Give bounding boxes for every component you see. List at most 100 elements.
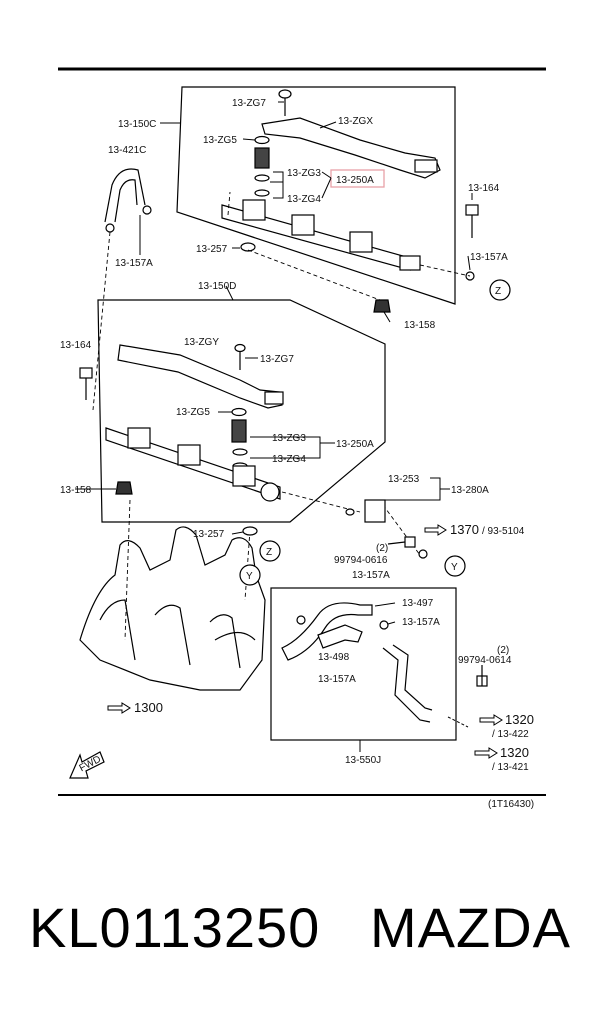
rail-panel-lower: [97, 299, 386, 523]
figure-code: (1T16430): [488, 799, 534, 810]
injector-mid: [231, 419, 247, 443]
label-ref-13-422: / 13-422: [492, 729, 529, 740]
label-zg3-mid: 13-ZG3: [272, 433, 306, 444]
injector-seat-2: [291, 214, 315, 236]
label-250a-top: 13-250A: [336, 175, 374, 186]
label-158-left: 13-158: [60, 485, 92, 496]
label-164-right: 13-164: [468, 183, 500, 194]
part-caption: KL0113250 MAZDA: [0, 895, 600, 960]
hose-421c: [104, 168, 152, 233]
oring-zg3-mid: [232, 448, 248, 456]
label-zg5-mid: 13-ZG5: [176, 407, 210, 418]
injector-seat-3: [349, 231, 373, 253]
label-ref-1370: 1370: [450, 522, 479, 537]
callout-y-right: [444, 555, 466, 577]
lower-rail-assembly: [79, 343, 428, 559]
label-157a-box1: 13-157A: [402, 617, 440, 628]
harness-bracket-upper: [261, 117, 441, 179]
label-164-left: 13-164: [60, 340, 92, 351]
rail-end-fitting: [399, 255, 421, 271]
injector-seat-1: [242, 199, 266, 221]
hose-498: [317, 624, 363, 649]
connector-lower: [264, 391, 284, 405]
injector-seat-5: [177, 444, 201, 466]
callout-z-mid: [259, 540, 281, 562]
rail-panel-upper: [176, 86, 456, 305]
label-zg7-top: 13-ZG7: [232, 98, 266, 109]
oring-zg5-mid: [231, 407, 247, 417]
cap-158-lower: [115, 481, 133, 495]
spacer-257-upper: [240, 242, 256, 252]
cap-158-upper: [373, 299, 391, 313]
label-y-left: Y: [246, 571, 253, 582]
label-150d: 13-150D: [198, 281, 236, 292]
label-550j: 13-550J: [345, 755, 381, 766]
hose-497: [281, 602, 373, 661]
label-253: 13-253: [388, 474, 420, 485]
label-157a-left: 13-157A: [115, 258, 153, 269]
label-y-right: Y: [451, 562, 458, 573]
label-zg4-top: 13-ZG4: [287, 194, 321, 205]
label-zgx: 13-ZGX: [338, 116, 373, 127]
bolt-164-left-head: [79, 367, 93, 379]
label-zg3-top: 13-ZG3: [287, 168, 321, 179]
callout-y-left: [239, 564, 261, 586]
label-150c: 13-150C: [118, 119, 156, 130]
oring-253: [345, 508, 355, 516]
label-157a-box2: 13-157A: [318, 674, 356, 685]
fwd-arrow: [69, 751, 105, 779]
injector-seat-6: [232, 465, 256, 487]
label-qty-2b: (2): [497, 645, 509, 656]
vacuum-hoses: [281, 602, 488, 723]
spacer-257-mid: [242, 526, 258, 536]
injector-upper: [254, 147, 270, 169]
upper-rail-assembly: [221, 89, 479, 313]
label-250a-mid: 13-250A: [336, 439, 374, 450]
label-ref-13-421: / 13-421: [492, 762, 529, 773]
label-ref-1300: 1300: [134, 700, 163, 715]
label-280a: 13-280A: [451, 485, 489, 496]
label-498: 13-498: [318, 652, 350, 663]
callout-z-top: [489, 279, 511, 301]
bolt-zg7-mid: [234, 343, 246, 353]
ref-arrows: [107, 524, 503, 759]
bolt-0616-head: [404, 536, 416, 548]
clip-157a-box2: [379, 620, 389, 630]
label-497: 13-497: [402, 598, 434, 609]
pressure-regulator: [364, 499, 386, 523]
label-99794-0616: 99794-0616: [334, 555, 388, 566]
injector-seat-4: [127, 427, 151, 449]
label-157a-right: 13-157A: [470, 252, 508, 263]
harness-bracket-lower: [117, 344, 283, 409]
intake-manifold: [79, 526, 266, 691]
label-99794-0614: 99794-0614: [458, 655, 512, 666]
pipe-a: [382, 647, 431, 723]
oring-zg3-upper: [254, 174, 270, 182]
clip-157a-mid: [418, 549, 428, 559]
callout-lines: [75, 101, 473, 752]
label-zg4-mid: 13-ZG4: [272, 454, 306, 465]
label-zgy: 13-ZGY: [184, 337, 219, 348]
label-158-right: 13-158: [404, 320, 436, 331]
bolt-0616-shank: [387, 541, 406, 545]
label-zg7-mid: 13-ZG7: [260, 354, 294, 365]
label-zg5-top: 13-ZG5: [203, 135, 237, 146]
label-157a-mid: 13-157A: [352, 570, 390, 581]
label-257-top: 13-257: [196, 244, 228, 255]
label-ref-1320-a: 1320: [505, 712, 534, 727]
label-257-mid: 13-257: [193, 529, 225, 540]
clip-157a-box1: [296, 615, 306, 625]
label-421c: 13-421C: [108, 145, 146, 156]
label-ref-1320-b: 1320: [500, 745, 529, 760]
part-number: KL0113250: [28, 896, 321, 959]
rail-flange-lower: [260, 482, 280, 502]
label-ref-93-5104: / 93-5104: [482, 526, 525, 537]
bolt-zg7-upper: [278, 89, 292, 99]
pipe-b: [392, 644, 433, 711]
connector-upper: [414, 159, 438, 173]
label-qty-2a: (2): [376, 543, 388, 554]
label-z-top: Z: [495, 286, 501, 297]
diagram-labels: 13-ZG7 13-ZGX 13-150C 13-ZG5 13-421C 13-…: [60, 98, 534, 810]
